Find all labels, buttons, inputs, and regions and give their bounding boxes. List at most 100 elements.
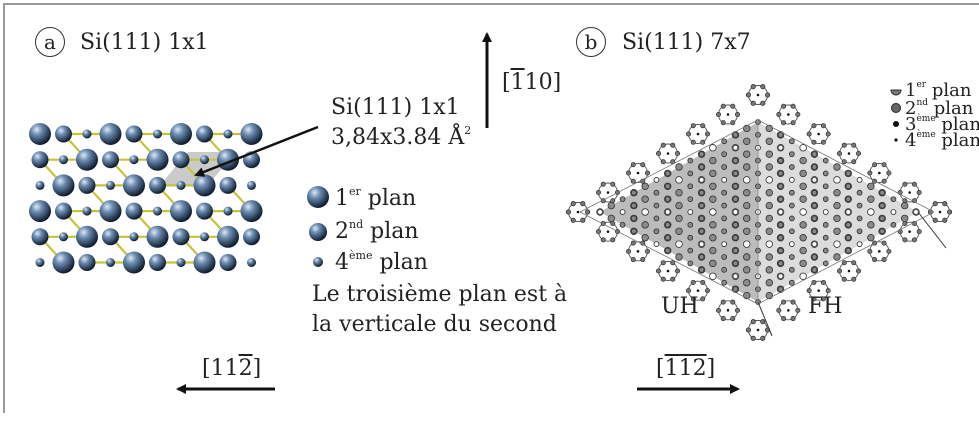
dimer-atom	[799, 208, 807, 216]
dimer-atom	[799, 221, 807, 229]
dimer-atom	[811, 215, 818, 222]
dir-a-post: ]	[252, 356, 262, 381]
dimer-atom	[856, 177, 863, 183]
dimer-atom	[732, 170, 739, 177]
ring-atom	[610, 198, 616, 204]
ring-atom	[855, 151, 861, 157]
dimer-atom	[641, 221, 649, 229]
dimer-atom	[698, 202, 705, 209]
atom-layer1	[146, 225, 169, 248]
dimer-atom	[833, 189, 841, 197]
ring-atom	[565, 209, 571, 215]
dimer-atom	[732, 234, 739, 241]
dimer-atom	[799, 169, 807, 178]
ring-atom	[715, 307, 721, 313]
legend-sup: ème	[916, 114, 936, 124]
dimer-atom	[879, 189, 885, 196]
atom-layer2	[102, 228, 119, 246]
dimer-atom	[822, 183, 829, 190]
ring-atom	[811, 139, 817, 145]
ring-atom	[902, 220, 908, 226]
dimer-atom	[777, 260, 784, 267]
dimer-atom	[811, 228, 818, 235]
ring-atom	[670, 276, 676, 282]
ring-atom	[570, 217, 576, 223]
ring-atom	[670, 142, 676, 148]
dimer-atom	[664, 183, 671, 190]
ring-atom	[932, 217, 938, 223]
fourth-layer-atom	[878, 171, 881, 175]
dimer-atom	[777, 183, 784, 190]
legend-word: plan	[367, 186, 417, 211]
dimer-atom	[743, 201, 751, 210]
ring-atom	[685, 131, 691, 137]
atom-layer4	[223, 129, 233, 139]
atom-layer1	[217, 225, 239, 248]
ring-atom	[610, 181, 616, 187]
dimer-atom	[619, 196, 626, 202]
dimer-atom	[721, 177, 727, 183]
dimer-atom	[675, 253, 683, 261]
dimer-atom	[721, 215, 727, 222]
ring-atom	[690, 139, 696, 145]
dimer-atom	[765, 150, 773, 158]
dimer-atom	[687, 234, 694, 241]
ring-atom	[640, 162, 646, 168]
atom-layer4	[153, 129, 162, 139]
dimer-atom	[822, 260, 829, 267]
dimer-atom	[856, 228, 863, 235]
dimer-atom	[890, 222, 897, 228]
dimer-atom	[709, 272, 717, 280]
dimer-atom	[732, 260, 739, 267]
ring-atom	[820, 123, 826, 129]
dimer-atom	[721, 241, 727, 247]
ring-atom	[595, 229, 601, 235]
legend-a-layer4: 4ème plan	[335, 250, 428, 274]
fourth-layer-atom	[666, 152, 670, 155]
dimer-atom	[631, 215, 637, 222]
dimer-atom	[822, 222, 829, 228]
dimer-atom	[709, 169, 717, 178]
dimer-atom	[743, 240, 751, 248]
dimer-atom	[709, 208, 717, 216]
dimer-atom	[687, 222, 694, 228]
atom-layer1	[146, 148, 169, 171]
dimer-atom	[879, 215, 885, 222]
dimer-atom	[833, 253, 841, 261]
dimer-atom	[698, 241, 705, 247]
ring-atom	[902, 198, 908, 204]
legend-a-layer2: 2nd plan	[335, 219, 419, 243]
ring-atom	[730, 299, 736, 305]
dimer-atom	[687, 260, 694, 267]
ring-atom	[750, 319, 756, 325]
ring-atom	[942, 201, 948, 207]
ring-atom	[734, 307, 740, 313]
atom-layer1	[240, 123, 263, 145]
dimer-atom	[698, 267, 705, 273]
dimer-atom	[709, 221, 717, 229]
atom-layer2	[172, 228, 190, 246]
atom-layer4	[35, 258, 45, 267]
dimer-atom	[833, 227, 841, 235]
ring-atom	[902, 237, 908, 243]
unit-cell-area: 3,84x3.84 Å	[331, 125, 465, 150]
dimer-atom	[856, 241, 863, 247]
legend-word: plan	[941, 130, 979, 151]
dimer-atom	[709, 259, 717, 268]
note-line1: Le troisième plan est à	[312, 282, 568, 307]
ring-atom	[790, 120, 796, 126]
atom-layer1	[29, 123, 51, 145]
ring-atom	[820, 139, 826, 145]
legend-7x7-layer4	[894, 138, 898, 142]
dimer-atom	[799, 195, 807, 203]
dimer-atom	[789, 164, 795, 170]
ring-atom	[644, 170, 650, 176]
atom-layer2	[243, 228, 260, 246]
dimer-atom	[721, 254, 727, 260]
dimer-atom	[743, 253, 751, 261]
ring-atom	[700, 123, 706, 129]
dimer-atom	[653, 189, 660, 196]
ring-atom	[655, 151, 661, 157]
dimer-atom	[856, 215, 863, 222]
ring-atom	[630, 178, 636, 184]
